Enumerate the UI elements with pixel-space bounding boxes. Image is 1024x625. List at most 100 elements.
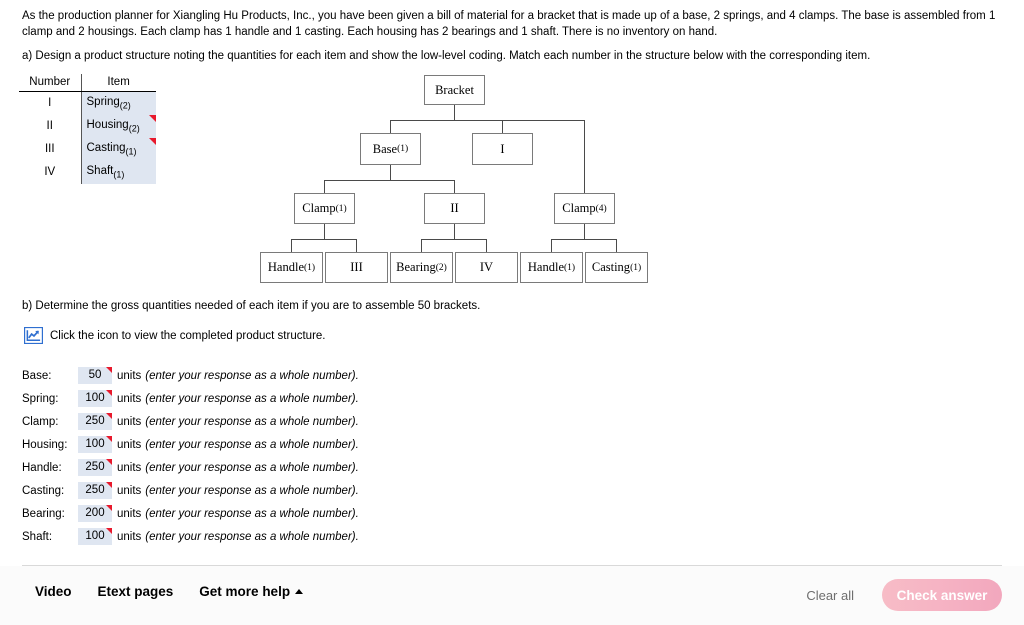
- answer-input[interactable]: 100: [78, 528, 112, 545]
- answer-input[interactable]: 100: [78, 390, 112, 407]
- answer-label: Spring:: [22, 392, 59, 405]
- connector: [454, 105, 455, 120]
- product-structure-link-label[interactable]: Click the icon to view the completed pro…: [50, 329, 326, 342]
- answer-input[interactable]: 50: [78, 367, 112, 384]
- node-qty: (1): [304, 262, 316, 273]
- correction-flag-icon: [106, 436, 112, 442]
- video-link[interactable]: Video: [35, 584, 72, 599]
- legend-number: III: [19, 137, 82, 161]
- legend-item-name: Housing: [86, 118, 129, 131]
- tree-node-roman-iii: III: [325, 252, 388, 283]
- tree-node-bearing: Bearing(2): [390, 252, 453, 283]
- legend-item-qty: (1): [125, 146, 137, 157]
- etext-pages-link[interactable]: Etext pages: [97, 584, 174, 599]
- answer-input[interactable]: 250: [78, 482, 112, 499]
- node-qty: (1): [397, 144, 409, 154]
- product-structure-link[interactable]: Click the icon to view the completed pro…: [24, 327, 326, 344]
- legend-header-number: Number: [19, 74, 82, 92]
- connector: [324, 180, 454, 181]
- answer-value: 250: [85, 461, 105, 473]
- tree-node-handle-right: Handle(1): [520, 252, 583, 283]
- chevron-up-icon: [295, 589, 304, 594]
- connector: [324, 224, 325, 239]
- answer-hint: (enter your response as a whole number).: [145, 507, 359, 520]
- footer-divider: [22, 565, 1002, 566]
- answer-value: 250: [85, 484, 105, 496]
- answer-label: Handle:: [22, 461, 62, 474]
- legend-item: Casting(1): [81, 137, 156, 161]
- problem-intro: As the production planner for Xiangling …: [22, 10, 996, 38]
- node-qty: (1): [564, 262, 576, 273]
- answer-units: units: [117, 438, 142, 451]
- connector: [390, 165, 391, 180]
- connector: [421, 239, 422, 252]
- answer-input[interactable]: 250: [78, 459, 112, 476]
- node-label: Clamp: [562, 201, 596, 215]
- answer-value: 200: [85, 507, 105, 519]
- legend-number: IV: [19, 160, 82, 184]
- check-answer-button[interactable]: Check answer: [882, 579, 1002, 611]
- legend-item-name: Casting: [86, 141, 126, 154]
- legend-number: I: [19, 91, 82, 115]
- answer-input[interactable]: 100: [78, 436, 112, 453]
- connector: [390, 120, 391, 133]
- tree-node-clamp-1: Clamp(1): [294, 193, 355, 224]
- node-label: Handle: [527, 260, 565, 274]
- node-label: Bearing: [396, 260, 436, 274]
- legend-item: Housing(2): [81, 114, 156, 138]
- tree-node-base: Base(1): [360, 133, 421, 165]
- node-label: Base: [372, 141, 398, 156]
- connector: [291, 239, 292, 252]
- legend-item: Shaft(1): [81, 160, 156, 184]
- node-qty: (2): [435, 262, 447, 273]
- connector: [486, 239, 487, 252]
- connector: [291, 239, 357, 240]
- answer-units: units: [117, 484, 142, 497]
- correction-flag-icon: [106, 482, 112, 488]
- connector: [616, 239, 617, 252]
- clear-all-button[interactable]: Clear all: [806, 588, 854, 603]
- answer-input[interactable]: 200: [78, 505, 112, 522]
- tree-node-bracket: Bracket: [424, 75, 485, 105]
- answer-row: Spring: 100 units(enter your response as a…: [22, 387, 359, 410]
- footer-toolbar: Video Etext pages Get more help Clear al…: [0, 566, 1024, 625]
- legend-item-qty: (2): [128, 123, 140, 134]
- correction-flag-icon: [106, 505, 112, 511]
- connector: [551, 239, 617, 240]
- answer-units: units: [117, 530, 142, 543]
- answer-units: units: [117, 392, 142, 405]
- answer-units: units: [117, 461, 142, 474]
- product-structure-tree: Bracket Base(1) I Clamp(1) II Clamp(4): [0, 0, 1024, 300]
- node-label: Bracket: [435, 82, 474, 97]
- get-more-help-label: Get more help: [199, 584, 291, 599]
- answer-input[interactable]: 250: [78, 413, 112, 430]
- answer-hint: (enter your response as a whole number).: [145, 392, 359, 405]
- correction-flag-icon: [106, 390, 112, 396]
- get-more-help-link[interactable]: Get more help: [199, 584, 304, 599]
- correction-flag-icon: [148, 137, 156, 145]
- answer-hint: (enter your response as a whole number).: [145, 415, 359, 428]
- answer-units: units: [117, 507, 142, 520]
- question-part-b: b) Determine the gross quantities needed…: [22, 300, 481, 312]
- answer-units: units: [117, 415, 142, 428]
- answer-value: 250: [85, 415, 105, 427]
- footer-links: Video Etext pages Get more help: [35, 584, 304, 599]
- answer-hint: (enter your response as a whole number).: [145, 438, 359, 451]
- legend-item: Spring(2): [81, 91, 156, 115]
- connector: [356, 239, 357, 252]
- legend-item-name: Spring: [86, 96, 120, 109]
- answer-units: units: [117, 369, 142, 382]
- answer-value: 100: [85, 392, 105, 404]
- tree-node-clamp-4: Clamp(4): [554, 193, 615, 224]
- answer-hint: (enter your response as a whole number).: [145, 484, 359, 497]
- legend-number: II: [19, 114, 82, 138]
- connector: [390, 120, 585, 121]
- node-qty: (1): [630, 262, 642, 273]
- line-chart-icon[interactable]: [24, 327, 43, 344]
- tree-node-roman-ii: II: [424, 193, 485, 224]
- legend-header-item: Item: [81, 74, 156, 92]
